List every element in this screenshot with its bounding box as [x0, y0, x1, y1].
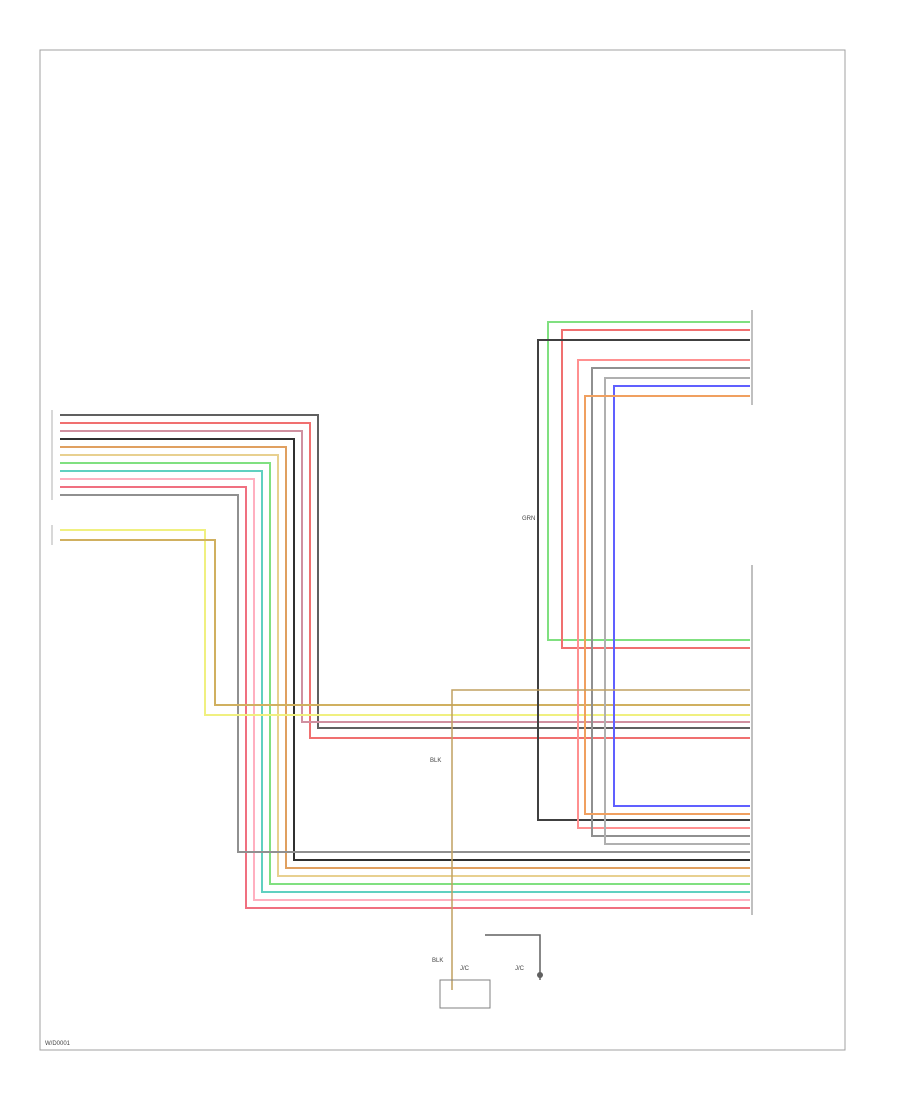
left-yellow-pair — [60, 529, 750, 716]
diagram-frame — [39, 49, 846, 1051]
connector-label-b: J/C — [515, 966, 525, 972]
connector-label-a: J/C — [460, 966, 470, 972]
lower-component-wire — [451, 689, 750, 990]
lower-component-box-a — [439, 979, 491, 1009]
lower-component-terminal — [537, 972, 543, 978]
wire-label-lower-a: BLK — [430, 758, 441, 764]
upper-connector-wires — [537, 321, 750, 845]
wire-label-upper: GRN — [522, 516, 535, 522]
left-harness-group — [60, 414, 750, 909]
diagram-code: W/D0001 — [45, 1041, 71, 1047]
wire-label-lower-b: BLK — [432, 958, 443, 964]
